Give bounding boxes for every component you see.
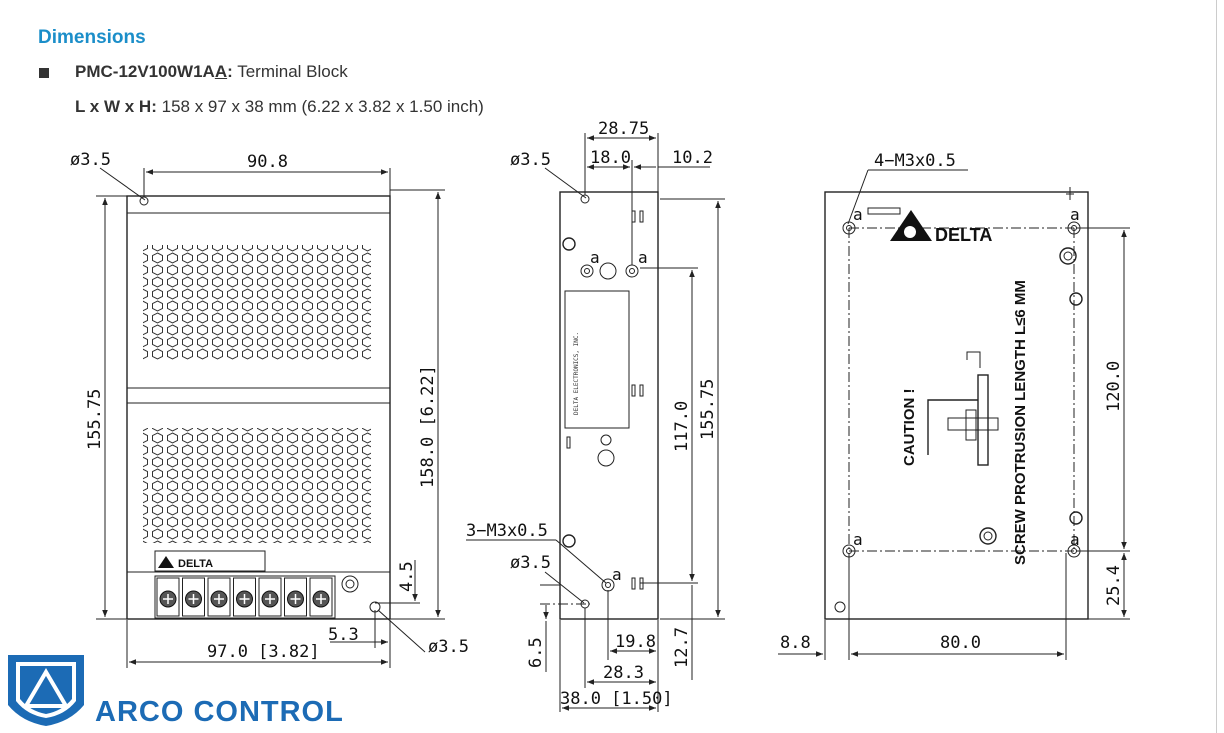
side-outline bbox=[559, 191, 659, 620]
back-brand-text: DELTA bbox=[935, 225, 992, 245]
terminal-slot bbox=[309, 577, 333, 617]
terminal-block bbox=[154, 575, 336, 619]
vent-bottom bbox=[143, 428, 371, 543]
back-dim-1200: 120.0 bbox=[1104, 361, 1124, 412]
side-dim-180: 18.0 bbox=[590, 148, 631, 168]
side-hole-a-3: a bbox=[612, 565, 622, 584]
terminal-slot bbox=[233, 577, 256, 617]
back-brand-logo: DELTA bbox=[890, 210, 992, 245]
back-screw-2-icon bbox=[1069, 511, 1083, 525]
side-hole-a-1: a bbox=[590, 248, 600, 267]
arco-logo bbox=[8, 655, 84, 726]
side-dim-15575: 155.75 bbox=[698, 379, 718, 440]
side-view: DELTA ELECTRONICS, INC. a a a 28.75 18.0… bbox=[466, 119, 725, 712]
side-hole-dia: ø3.5 bbox=[510, 150, 551, 170]
front-dim-53: 5.3 bbox=[328, 625, 359, 645]
terminal-slot bbox=[258, 577, 282, 617]
terminal-slot bbox=[182, 577, 205, 617]
side-dim-127: 12.7 bbox=[672, 627, 692, 668]
side-screw-callout: 3−M3x0.5 bbox=[466, 521, 548, 541]
front-brand-label bbox=[154, 550, 266, 572]
front-hole-dia-bottom: ø3.5 bbox=[428, 637, 469, 657]
delta-triangle-icon bbox=[158, 556, 174, 568]
back-outline bbox=[824, 191, 1089, 620]
model-line: PMC-12V100W1AA: Terminal Block bbox=[75, 62, 348, 82]
terminal-slot bbox=[284, 577, 307, 617]
protrusion-text: SCREW PROTRUSION LENGTH L≤6 MM bbox=[1012, 280, 1029, 565]
front-hole-top bbox=[139, 196, 149, 206]
back-dim-800: 80.0 bbox=[940, 633, 981, 653]
ground-screw-icon bbox=[341, 575, 359, 593]
front-outline bbox=[126, 195, 391, 620]
caution-text: CAUTION ! bbox=[901, 389, 918, 467]
vent-top bbox=[143, 245, 371, 360]
lwh-value: 158 x 97 x 38 mm (6.22 x 3.82 x 1.50 inc… bbox=[161, 97, 484, 116]
side-screw-1-icon bbox=[562, 237, 576, 251]
arco-logo-text: ARCO CONTROL bbox=[95, 696, 344, 728]
page-edge bbox=[1216, 0, 1217, 733]
back-hole-a-2: a bbox=[1070, 205, 1080, 224]
front-brand-text: DELTA bbox=[178, 558, 213, 570]
lwh-line: L x W x H: 158 x 97 x 38 mm (6.22 x 3.82… bbox=[75, 97, 484, 117]
side-dim-102: 10.2 bbox=[672, 148, 713, 168]
side-hole-a-2: a bbox=[638, 248, 648, 267]
terminal-slot bbox=[156, 577, 180, 617]
side-label-text: DELTA ELECTRONICS, INC. bbox=[573, 332, 580, 415]
back-hole-a-3: a bbox=[853, 530, 863, 549]
front-dim-45: 4.5 bbox=[397, 561, 417, 592]
side-screw-2-icon bbox=[562, 534, 576, 548]
side-hole-dia-2: ø3.5 bbox=[510, 553, 551, 573]
caution-screw-diagram bbox=[927, 351, 999, 466]
side-dim-2875: 28.75 bbox=[598, 119, 649, 139]
front-height-inner: 155.75 bbox=[85, 389, 105, 450]
lwh-label: L x W x H: bbox=[75, 97, 157, 116]
front-width-top: 90.8 bbox=[247, 152, 288, 172]
back-screw-1-icon bbox=[1069, 292, 1083, 306]
front-view: DELTA 90.8 ø3.5 155.75 158.0 [6.22] 4.5 … bbox=[70, 150, 469, 668]
model-label: PMC-12V100W1A bbox=[75, 62, 215, 81]
front-width-total: 97.0 [3.82] bbox=[207, 642, 320, 662]
front-hole-dia: ø3.5 bbox=[70, 150, 111, 170]
model-label-underlined: A bbox=[214, 62, 228, 81]
back-dim-254: 25.4 bbox=[1104, 565, 1124, 606]
bullet-marker bbox=[39, 68, 49, 78]
side-dim-198: 19.8 bbox=[615, 632, 656, 652]
section-heading: Dimensions bbox=[38, 27, 146, 48]
side-dim-65: 6.5 bbox=[526, 637, 546, 668]
terminal-slot bbox=[207, 577, 231, 617]
model-desc: Terminal Block bbox=[237, 62, 348, 81]
side-depth-total: 38.0 [1.50] bbox=[560, 689, 673, 709]
back-hole-a-1: a bbox=[853, 205, 863, 224]
back-view: DELTA a a a a CAUTION ! SCREW PROTRUSION… bbox=[778, 151, 1130, 660]
back-dim-88: 8.8 bbox=[780, 633, 811, 653]
back-screw-callout: 4−M3x0.5 bbox=[874, 151, 956, 171]
front-height-total: 158.0 [6.22] bbox=[418, 365, 438, 488]
side-label-plate bbox=[564, 290, 630, 429]
side-dim-283: 28.3 bbox=[603, 663, 644, 683]
side-dim-1170: 117.0 bbox=[672, 401, 692, 452]
back-hole-a-4: a bbox=[1070, 530, 1080, 549]
model-colon: : bbox=[227, 62, 233, 81]
